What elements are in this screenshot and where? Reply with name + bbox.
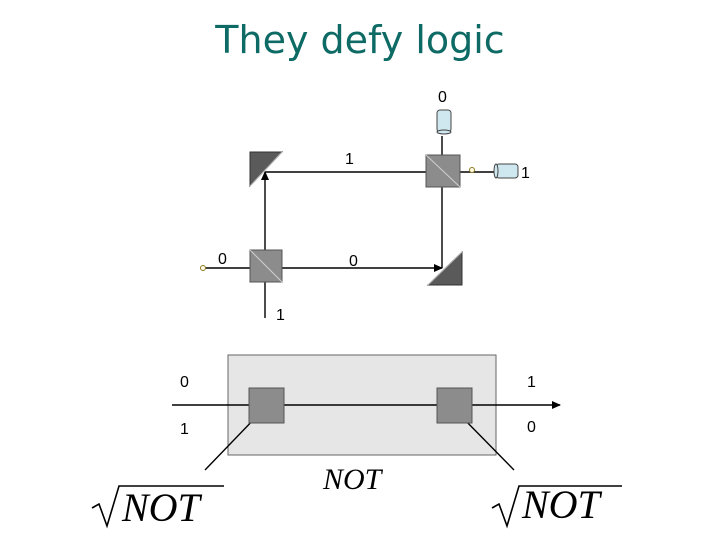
detector-top	[436, 109, 452, 135]
gate-output-top-label: 1	[527, 374, 536, 391]
gate-input-bottom-label: 1	[180, 421, 189, 438]
label-lower-arm: 0	[349, 253, 358, 270]
not-label: NOT	[323, 463, 382, 496]
page-title: They defy logic	[215, 18, 505, 62]
label-right-detector: 1	[521, 165, 530, 182]
gate-splitter-right	[436, 387, 473, 424]
gate-right-diagonal	[459, 414, 515, 471]
gate-left-diagonal	[204, 414, 259, 471]
gate-beams	[172, 401, 561, 471]
sqrt-not-right-label: NOT	[522, 482, 600, 527]
label-upper-arm: 1	[345, 151, 354, 168]
gate-output-bottom-label: 0	[527, 419, 536, 436]
gate-splitter-left	[248, 387, 285, 424]
sqrt-not-left-label: NOT	[122, 485, 200, 530]
detector-right	[493, 163, 519, 179]
label-input: 0	[218, 251, 227, 268]
output-port	[469, 167, 475, 173]
sqrt-symbol-right	[491, 485, 622, 529]
label-bottom: 1	[276, 307, 285, 324]
sqrt-symbol-left	[91, 485, 224, 529]
label-top-detector: 0	[438, 89, 447, 106]
input-source	[200, 265, 206, 271]
gate-input-top-label: 0	[180, 374, 189, 391]
